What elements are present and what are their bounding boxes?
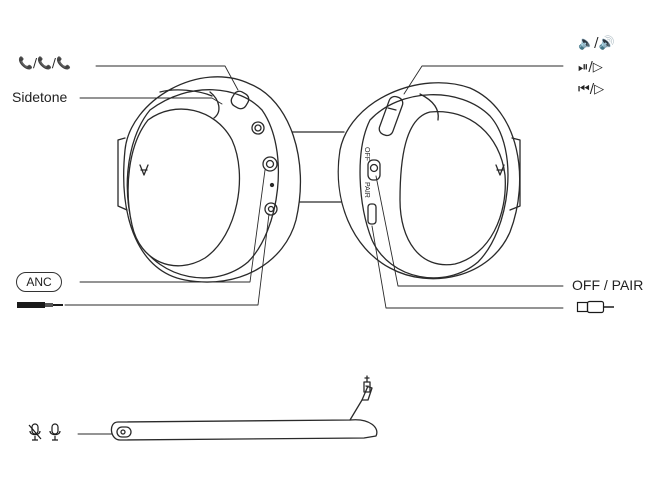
- left-earcup: [117, 76, 302, 283]
- boom-mic-mute-switch: [116, 426, 132, 438]
- left-ear-pad: [127, 108, 241, 267]
- anc-label: ANC: [16, 272, 62, 292]
- earcup-pair-text: PAIR: [363, 182, 370, 198]
- right-power-switch: [367, 159, 381, 181]
- play-pause-label: ⏯/▷: [578, 60, 603, 75]
- earcup-off-text: OFF: [363, 147, 370, 161]
- left-logo: [139, 164, 149, 176]
- usb-cable-icon: [576, 300, 614, 314]
- right-logo: [495, 164, 505, 176]
- volume-label: 🔈/🔊: [578, 36, 615, 51]
- sidetone-label: Sidetone: [12, 89, 68, 105]
- off-pair-label: OFF / PAIR: [572, 277, 644, 293]
- left-sidetone-button: [251, 121, 265, 135]
- left-call-button: [230, 90, 250, 110]
- right-ear-pad: [399, 111, 506, 266]
- mic-mute-icon: [28, 423, 42, 441]
- left-anc-button: [262, 156, 278, 172]
- audio-cable-icon: [17, 302, 63, 308]
- right-volume-rocker: [378, 95, 404, 137]
- right-earcup-shell: [359, 94, 509, 279]
- mic-icon: [49, 423, 61, 441]
- call-controls-label: 📞/📞/📞: [18, 56, 71, 70]
- boom-mic: [110, 375, 378, 441]
- right-earcup: [337, 82, 521, 280]
- prev-next-label: ⏮/▷: [578, 82, 605, 97]
- left-audio-jack: [264, 202, 278, 216]
- leader-lines: [64, 65, 564, 435]
- right-usb-port: [367, 203, 377, 225]
